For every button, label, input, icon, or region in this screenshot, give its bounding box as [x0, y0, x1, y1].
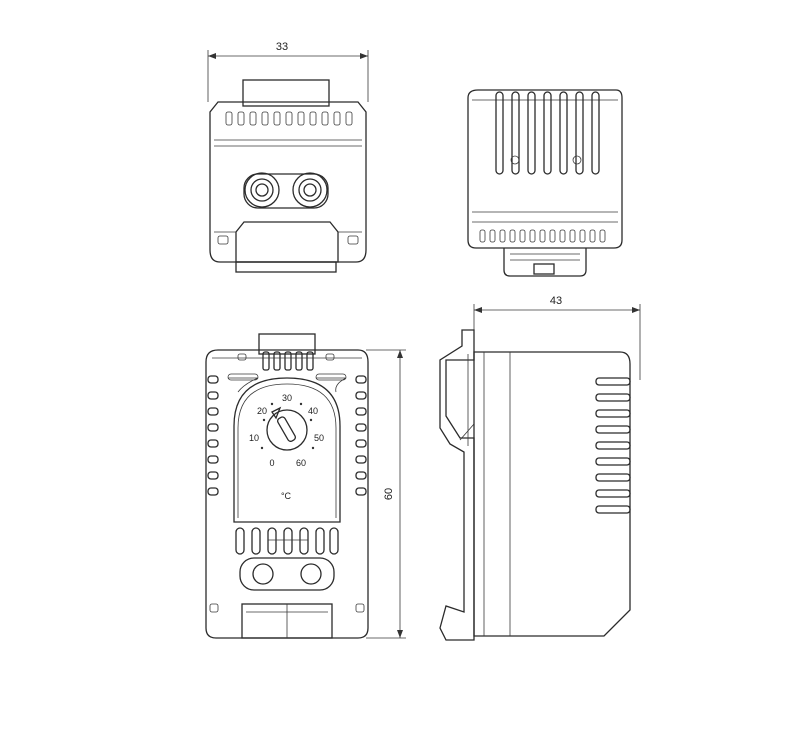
terminal-block [239, 557, 335, 591]
terminal-hole-right [300, 563, 322, 585]
side-fins [595, 377, 631, 514]
dimension-label-depth: 43 [550, 295, 562, 307]
vent-slots-vertical [495, 91, 600, 175]
unit-label: °C [281, 491, 292, 501]
dimension-height-60: 60 [366, 349, 406, 639]
view-front: 0 10 20 30 40 50 60 °C [205, 333, 406, 639]
view-terminal-side: 33 [207, 41, 369, 273]
dimension-label-width: 33 [276, 41, 288, 53]
dial-scale-dots [260, 402, 315, 450]
view-side: 43 [439, 295, 641, 641]
dimension-depth-43: 43 [473, 295, 641, 380]
dimension-width-33: 33 [207, 41, 369, 102]
terminal-screws [243, 172, 329, 209]
scale-label-0: 0 [269, 458, 274, 468]
view-rear [467, 89, 623, 277]
lower-vent-slots [235, 527, 339, 555]
scale-label-10: 10 [249, 433, 259, 443]
scale-label-40: 40 [308, 406, 318, 416]
dimension-label-height: 60 [383, 488, 395, 500]
terminal-hole-left [252, 563, 274, 585]
scale-label-60: 60 [296, 458, 306, 468]
dial-knob[interactable] [266, 409, 308, 451]
scale-label-20: 20 [257, 406, 267, 416]
vent-slots-bottom [479, 229, 606, 243]
side-vents-right [355, 375, 367, 496]
scale-label-50: 50 [314, 433, 324, 443]
dial-arrow-icon [271, 406, 282, 420]
scale-label-30: 30 [282, 393, 292, 403]
side-vents-left [207, 375, 219, 496]
clip-slots [262, 351, 314, 371]
dial-pointer [276, 416, 297, 442]
vent-slots [225, 111, 353, 126]
